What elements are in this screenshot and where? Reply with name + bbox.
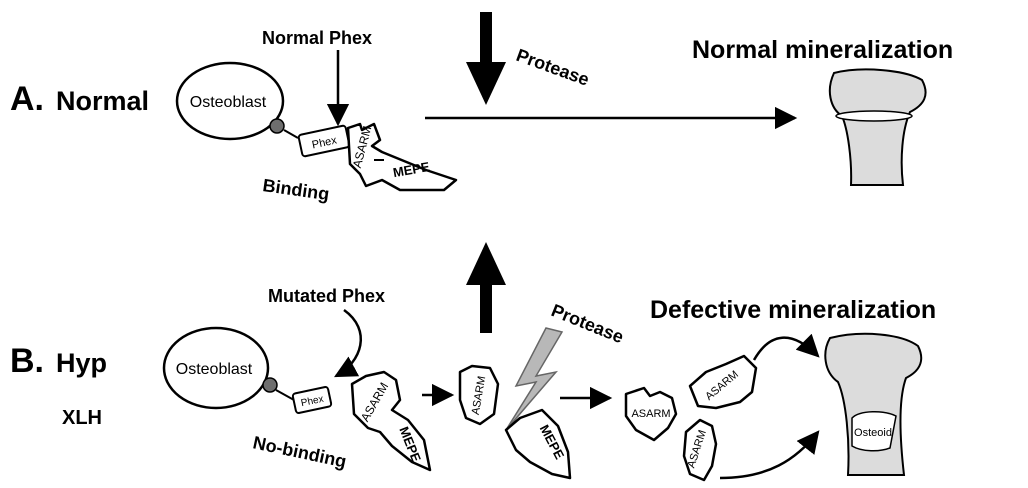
asarm-label-free: ASARM	[631, 408, 670, 420]
normal-phex-pointer-label: Normal Phex	[262, 28, 372, 48]
panel-b: B. Hyp XLH Osteoblast Mutated Phex Phex …	[10, 286, 936, 480]
normal-mineralization-label: Normal mineralization	[692, 36, 953, 64]
asarm-fragment-free: ASARM	[626, 388, 676, 440]
bone-marrow-band	[836, 111, 912, 121]
asarm-fragment-upper: ASARM	[690, 356, 756, 408]
protease-block-arrow-a	[466, 12, 506, 105]
panel-a-title: Normal	[56, 86, 149, 116]
osteoblast-label-b: Osteoblast	[176, 361, 253, 378]
phex-tether-b	[276, 390, 294, 400]
panel-b-title: Hyp	[56, 348, 107, 378]
defective-mineralization-label: Defective mineralization	[650, 296, 936, 324]
no-binding-label: No-binding	[251, 432, 348, 471]
protease-label-a: Protease	[514, 45, 592, 90]
phex-protein-b: Phex	[292, 386, 331, 413]
membrane-anchor-b	[263, 378, 277, 392]
osteoblast-cell-a: Osteoblast	[177, 63, 284, 139]
membrane-anchor-a	[270, 119, 284, 133]
asarm-fragment-cleaved: ASARM	[460, 366, 498, 424]
panel-b-sublabel: XLH	[62, 407, 102, 429]
mutated-phex-pointer-arrow	[336, 310, 361, 376]
osteoblast-label-a: Osteoblast	[190, 94, 267, 111]
binding-label: Binding	[261, 175, 330, 204]
mepe-protein-a: ASARM MEPE	[348, 124, 456, 190]
normal-bone-illustration	[830, 69, 926, 185]
mutated-phex-pointer-label: Mutated Phex	[268, 286, 385, 306]
mepe-fragment-cleaved: MEPE	[506, 410, 570, 478]
phex-tether-a	[284, 130, 298, 138]
mepe-protein-b: ASARM MEPE	[352, 372, 430, 470]
protease-up-arrow	[466, 242, 506, 333]
curved-arrow-to-bone-bottom	[720, 432, 818, 478]
panel-a-letter: A.	[10, 80, 44, 118]
panel-a: A. Normal Osteoblast Normal Phex Phex AS…	[10, 12, 953, 204]
phex-protein-a: Phex	[298, 125, 350, 156]
osteoid-label: Osteoid	[854, 427, 892, 439]
asarm-fragment-lower: ASARM	[684, 420, 716, 480]
panel-b-letter: B.	[10, 342, 44, 380]
curved-arrow-to-bone-top	[754, 338, 818, 360]
osteoblast-cell-b: Osteoblast	[164, 328, 277, 408]
protease-label-b: Protease	[549, 300, 627, 347]
defective-bone-illustration: Osteoid	[825, 334, 921, 475]
